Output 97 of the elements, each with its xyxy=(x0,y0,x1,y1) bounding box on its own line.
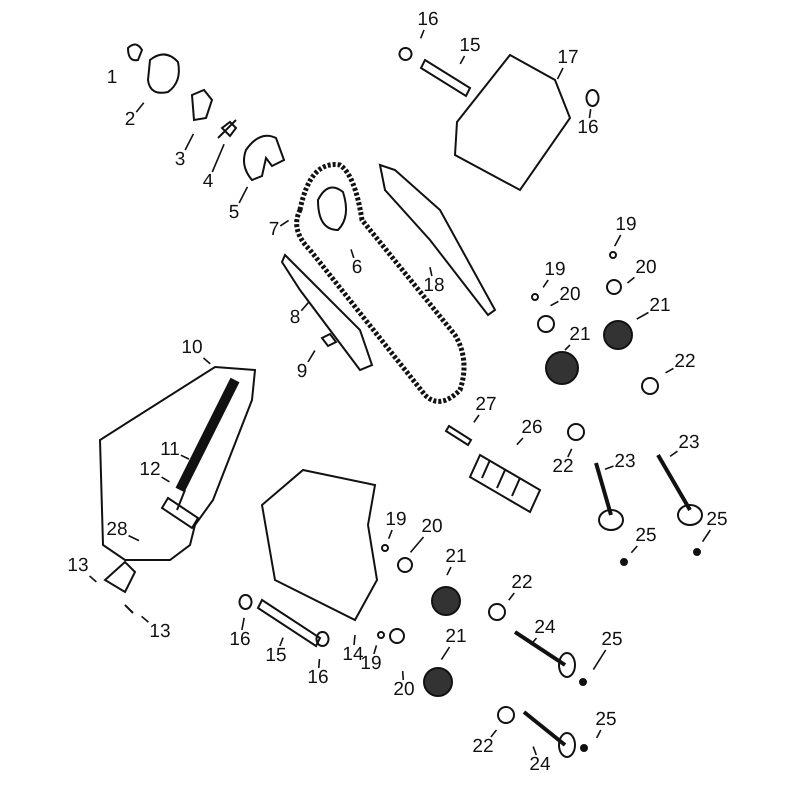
leader-line xyxy=(318,658,320,668)
leader-line xyxy=(429,267,433,276)
leader-line xyxy=(636,312,649,320)
callout-number: 22 xyxy=(510,573,534,593)
callout-number: 21 xyxy=(648,296,672,316)
leader-line xyxy=(420,30,425,39)
callout-number: 17 xyxy=(556,48,580,68)
leader-line xyxy=(353,634,356,646)
callout-number: 7 xyxy=(268,220,280,240)
callout-number: 16 xyxy=(576,118,600,138)
callout-number: 13 xyxy=(66,556,90,576)
callout-number: 21 xyxy=(568,325,592,345)
callout-number: 25 xyxy=(600,630,624,650)
leader-line xyxy=(588,108,592,118)
leader-line xyxy=(596,730,602,738)
leader-line xyxy=(446,566,452,576)
callout-number: 27 xyxy=(474,395,498,415)
callout-number: 23 xyxy=(677,433,701,453)
leader-line xyxy=(530,637,538,646)
leader-line xyxy=(280,220,290,227)
callout-number: 2 xyxy=(124,110,136,130)
leader-line xyxy=(550,300,559,306)
leader-line xyxy=(460,56,466,64)
leader-line xyxy=(490,729,498,738)
callout-number: 20 xyxy=(392,680,416,700)
leader-line xyxy=(567,448,572,458)
leader-line xyxy=(614,234,622,247)
leader-line xyxy=(180,454,190,460)
callout-number: 20 xyxy=(558,285,582,305)
leader-line xyxy=(184,134,194,150)
leader-line xyxy=(564,344,571,351)
leader-line xyxy=(508,592,515,601)
callout-number: 19 xyxy=(384,510,408,530)
leader-line xyxy=(141,616,149,623)
leader-line xyxy=(532,746,538,756)
callout-number: 16 xyxy=(228,630,252,650)
callout-number: 16 xyxy=(306,668,330,688)
leader-line xyxy=(670,450,678,458)
callout-number: 24 xyxy=(528,755,552,775)
leader-line xyxy=(279,637,284,646)
callout-number: 20 xyxy=(634,258,658,278)
callout-number: 22 xyxy=(471,737,495,757)
leader-line xyxy=(402,670,404,680)
callout-number: 13 xyxy=(148,622,172,642)
leader-line xyxy=(161,476,170,482)
leader-line xyxy=(300,302,310,312)
leader-line xyxy=(542,280,549,288)
callout-number: 15 xyxy=(458,36,482,56)
leader-line xyxy=(410,536,424,553)
callout-number: 10 xyxy=(180,338,204,358)
callout-number: 26 xyxy=(520,418,544,438)
leader-line xyxy=(373,645,378,654)
leader-line xyxy=(630,545,638,554)
leader-line xyxy=(350,249,355,258)
callout-number: 21 xyxy=(444,627,468,647)
callout-number: 1 xyxy=(106,68,118,88)
leader-line xyxy=(626,276,635,284)
callout-number: 18 xyxy=(422,276,446,296)
leader-line xyxy=(128,534,140,542)
leader-line xyxy=(665,368,674,374)
callout-number: 4 xyxy=(202,172,214,192)
callout-number: 8 xyxy=(288,308,302,328)
leader-line xyxy=(212,144,225,172)
leader-line xyxy=(238,186,248,204)
leader-line xyxy=(136,102,144,113)
leader-line xyxy=(388,530,393,539)
leader-line xyxy=(516,437,524,446)
callout-number: 21 xyxy=(444,547,468,567)
callout-number: 16 xyxy=(416,10,440,30)
leader-line xyxy=(604,465,614,470)
callout-number: 19 xyxy=(543,260,567,280)
callout-number: 23 xyxy=(613,452,637,472)
callout-number: 15 xyxy=(264,646,288,666)
callout-number: 25 xyxy=(594,710,618,730)
callout-number: 6 xyxy=(350,258,364,278)
leader-line xyxy=(89,575,97,582)
leader-line xyxy=(241,618,245,630)
leader-line xyxy=(307,350,316,362)
leader-line xyxy=(473,414,480,423)
callout-number: 25 xyxy=(705,510,729,530)
callout-number: 24 xyxy=(533,618,557,638)
callout-number: 11 xyxy=(159,440,181,460)
leader-line xyxy=(202,357,211,364)
callout-number: 9 xyxy=(296,362,308,382)
callout-number: 12 xyxy=(138,460,162,480)
callout-number: 5 xyxy=(228,203,240,223)
callout-number: 28 xyxy=(105,520,129,540)
leader-line xyxy=(556,68,564,80)
leader-line xyxy=(440,646,450,660)
leader-line xyxy=(702,530,711,542)
callout-number: 25 xyxy=(634,526,658,546)
callout-number: 3 xyxy=(174,150,186,170)
callout-number: 20 xyxy=(420,517,444,537)
callout-number: 19 xyxy=(614,215,638,235)
leader-line xyxy=(592,650,606,670)
callout-number: 22 xyxy=(673,352,697,372)
callout-number: 22 xyxy=(551,457,575,477)
